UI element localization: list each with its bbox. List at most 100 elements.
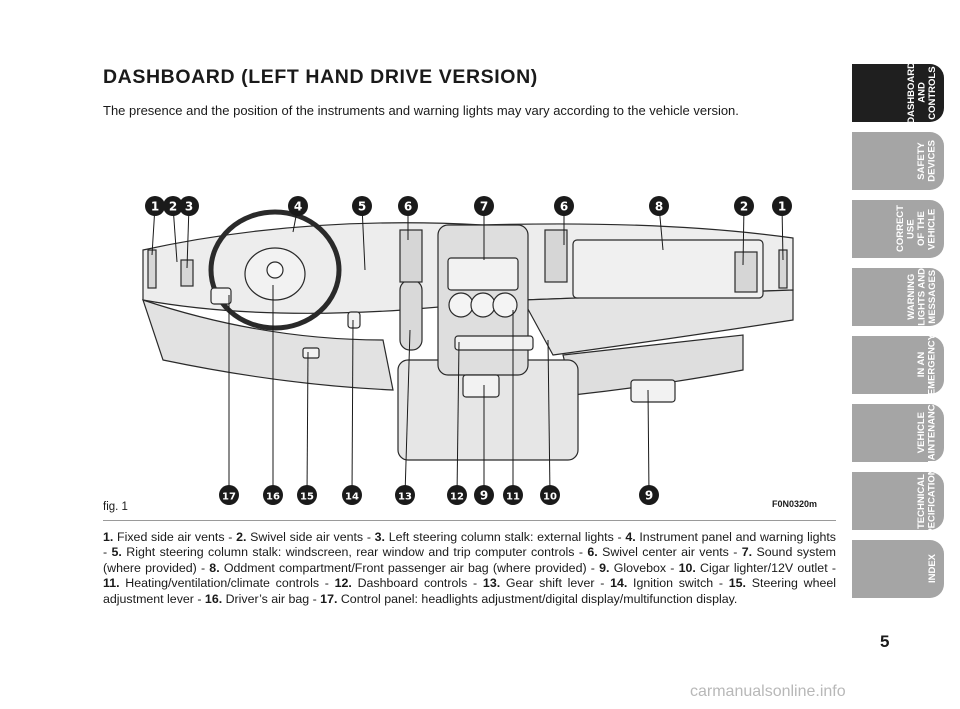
- caption-item-number: 4.: [625, 530, 636, 544]
- callout-marker: [447, 485, 467, 505]
- callout-leader-line: [361, 205, 366, 271]
- caption-item-text: Swivel side air vents -: [246, 530, 375, 544]
- caption-item-number: 5.: [111, 545, 122, 560]
- callout-marker: [179, 196, 199, 216]
- callout-leader-line: [647, 389, 650, 496]
- callout-number: 5: [358, 200, 366, 214]
- callout-leader-line: [404, 329, 411, 496]
- chapter-tab[interactable]: SAFETY DEVICES: [852, 132, 944, 190]
- callout-marker: [398, 196, 418, 216]
- caption-item-text: Steering wheel adjustment lever -: [103, 576, 836, 606]
- chapter-tab[interactable]: INDEX: [852, 540, 944, 598]
- caption-item-text: Right steering column stalk: windscreen,…: [121, 545, 588, 560]
- chapter-tab[interactable]: WARNING LIGHTS AND MESSAGES: [852, 268, 944, 326]
- callout-number: 16: [266, 492, 280, 503]
- caption-item-number: 3.: [374, 530, 385, 544]
- chapter-tab-label: TECHNICAL SPECIFICATIONS: [916, 461, 938, 541]
- callout-number: 8: [655, 200, 663, 214]
- caption-item-number: 8.: [209, 560, 220, 575]
- chapter-tab[interactable]: DASHBOARD AND CONTROLS: [852, 62, 944, 124]
- callout-marker: [297, 485, 317, 505]
- caption-item-number: 11.: [103, 576, 120, 591]
- callout-marker: [772, 196, 792, 216]
- callout-number: 13: [398, 492, 412, 503]
- figure-code: F0N0320m: [772, 499, 818, 509]
- caption-item-number: 12.: [334, 576, 352, 591]
- callout-marker: [219, 485, 239, 505]
- caption-item-number: 17.: [320, 591, 338, 606]
- figure-label: fig. 1: [103, 501, 128, 513]
- chapter-tab-label: CORRECT USE OF THE VEHICLE: [895, 205, 938, 253]
- callout-marker: [288, 196, 308, 216]
- caption-item-number: 16.: [204, 591, 223, 606]
- callout-marker: [352, 196, 372, 216]
- callout-number: 2: [740, 200, 748, 214]
- callout-marker: [474, 485, 494, 505]
- chapter-tab-label: VEHICLE MAINTENANCE: [916, 397, 938, 469]
- callout-number: 1: [151, 200, 159, 214]
- caption-item-text: Fixed side air vents -: [113, 530, 237, 544]
- caption-item-text: Swivel center air vents -: [597, 545, 742, 560]
- callout-number: 3: [185, 200, 193, 214]
- callout-number: 14: [345, 492, 359, 503]
- chapter-tab-label: IN AN EMERGENCY: [916, 334, 938, 396]
- callout-marker: [649, 196, 669, 216]
- caption-item-number: 15.: [728, 576, 746, 591]
- callout-number: 6: [404, 200, 412, 214]
- caption-item-text: Control panel: headlights adjustment/dig…: [337, 591, 738, 606]
- callout-marker: [163, 196, 183, 216]
- watermark: carmanualsonline.info: [690, 683, 846, 700]
- caption-item-text: Sound system (where provided) -: [103, 545, 836, 575]
- callout-leader-line: [306, 351, 309, 496]
- caption-item-number: 10.: [678, 560, 696, 575]
- callout-number: 17: [222, 492, 236, 503]
- caption-item-text: Glovebox -: [609, 560, 679, 575]
- callout-marker: [342, 485, 362, 505]
- caption-item-number: 6.: [587, 545, 598, 560]
- chapter-tab[interactable]: CORRECT USE OF THE VEHICLE: [852, 200, 944, 258]
- callout-number: 10: [543, 492, 557, 503]
- callout-number: 6: [560, 200, 568, 214]
- dashboard-drawing: [142, 209, 794, 461]
- chapter-tab[interactable]: TECHNICAL SPECIFICATIONS: [852, 462, 944, 541]
- callout-number: 11: [506, 492, 520, 503]
- callout-number: 12: [450, 492, 464, 503]
- page-number: 5: [880, 632, 890, 651]
- chapter-tab-label: SAFETY DEVICES: [916, 140, 938, 182]
- chapter-tab-label: DASHBOARD AND CONTROLS: [905, 62, 938, 124]
- caption-item-text: Instrument panel and warning lights -: [103, 530, 836, 560]
- callout-number: 2: [169, 200, 177, 214]
- figure-divider: [103, 520, 836, 521]
- chapter-tab[interactable]: IN AN EMERGENCY: [852, 334, 944, 396]
- callout-leader-line: [186, 205, 190, 269]
- chapter-tab[interactable]: VEHICLE MAINTENANCE: [852, 398, 944, 468]
- callout-leader-line: [351, 319, 354, 496]
- caption-item-number: 7.: [741, 545, 753, 560]
- caption-item-text: Ignition switch -: [627, 576, 729, 591]
- caption-item-text: Heating/ventilation/climate controls -: [119, 576, 335, 591]
- caption-item-text: Dashboard controls -: [351, 576, 483, 591]
- callout-number: 9: [645, 489, 653, 503]
- callout-marker: [734, 196, 754, 216]
- callout-marker: [503, 485, 523, 505]
- chapter-tab-label: WARNING LIGHTS AND MESSAGES: [905, 268, 938, 326]
- page-title: DASHBOARD (LEFT HAND DRIVE VERSION): [103, 66, 538, 88]
- callout-marker: [395, 485, 415, 505]
- caption-item-number: 14.: [610, 576, 628, 591]
- intro-text: The presence and the position of the ins…: [103, 103, 739, 118]
- callout-marker: [540, 485, 560, 505]
- callout-number: 1: [778, 200, 786, 214]
- callout-marker: [639, 485, 659, 505]
- callout-number: 9: [480, 489, 488, 503]
- figure-caption: 1. Fixed side air vents - 2. Swivel side…: [103, 530, 836, 607]
- caption-item-number: 13.: [482, 576, 501, 591]
- callout-marker: [145, 196, 165, 216]
- chapter-tabs: DASHBOARD AND CONTROLS SAFETY DEVICES CORR…: [852, 62, 944, 608]
- caption-item-text: Oddment compartment/Front passenger air …: [219, 560, 600, 575]
- caption-item-number: 2.: [236, 530, 247, 544]
- caption-item-text: Driver’s air bag -: [222, 591, 321, 606]
- caption-item-text: Left steering column stalk: external lig…: [385, 530, 626, 544]
- caption-item-text: Gear shift lever -: [500, 576, 611, 591]
